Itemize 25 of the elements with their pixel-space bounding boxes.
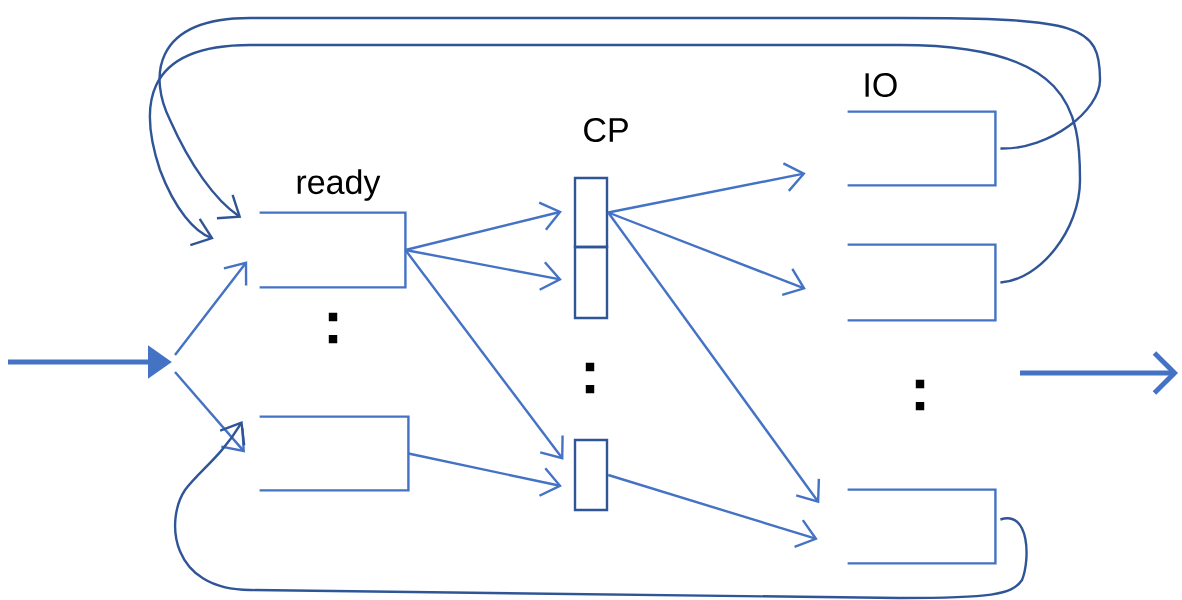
arrow	[404, 249, 564, 460]
arrow	[405, 248, 562, 291]
queue-box: ready	[259, 169, 407, 289]
arrow	[405, 201, 562, 252]
arrow	[148, 43, 1082, 284]
ellipsis: :	[328, 312, 338, 344]
arrow	[174, 420, 1028, 600]
queue-box: IO	[847, 72, 997, 187]
arrow	[408, 452, 562, 497]
arrow	[158, 16, 1102, 220]
node-label: CP	[584, 117, 628, 143]
arrow	[607, 211, 821, 504]
arrow	[174, 261, 248, 356]
ellipsis: :	[585, 362, 595, 394]
queue-box	[847, 488, 997, 565]
arrow	[607, 473, 818, 548]
arrow	[607, 211, 806, 297]
processor-box	[573, 245, 609, 320]
arrow	[174, 371, 245, 453]
ellipsis: :	[915, 379, 925, 411]
queue-box	[259, 415, 410, 492]
arrow	[607, 162, 806, 214]
processor-box: CP	[573, 117, 628, 249]
processor-box	[573, 438, 609, 512]
queue-box	[847, 243, 997, 322]
